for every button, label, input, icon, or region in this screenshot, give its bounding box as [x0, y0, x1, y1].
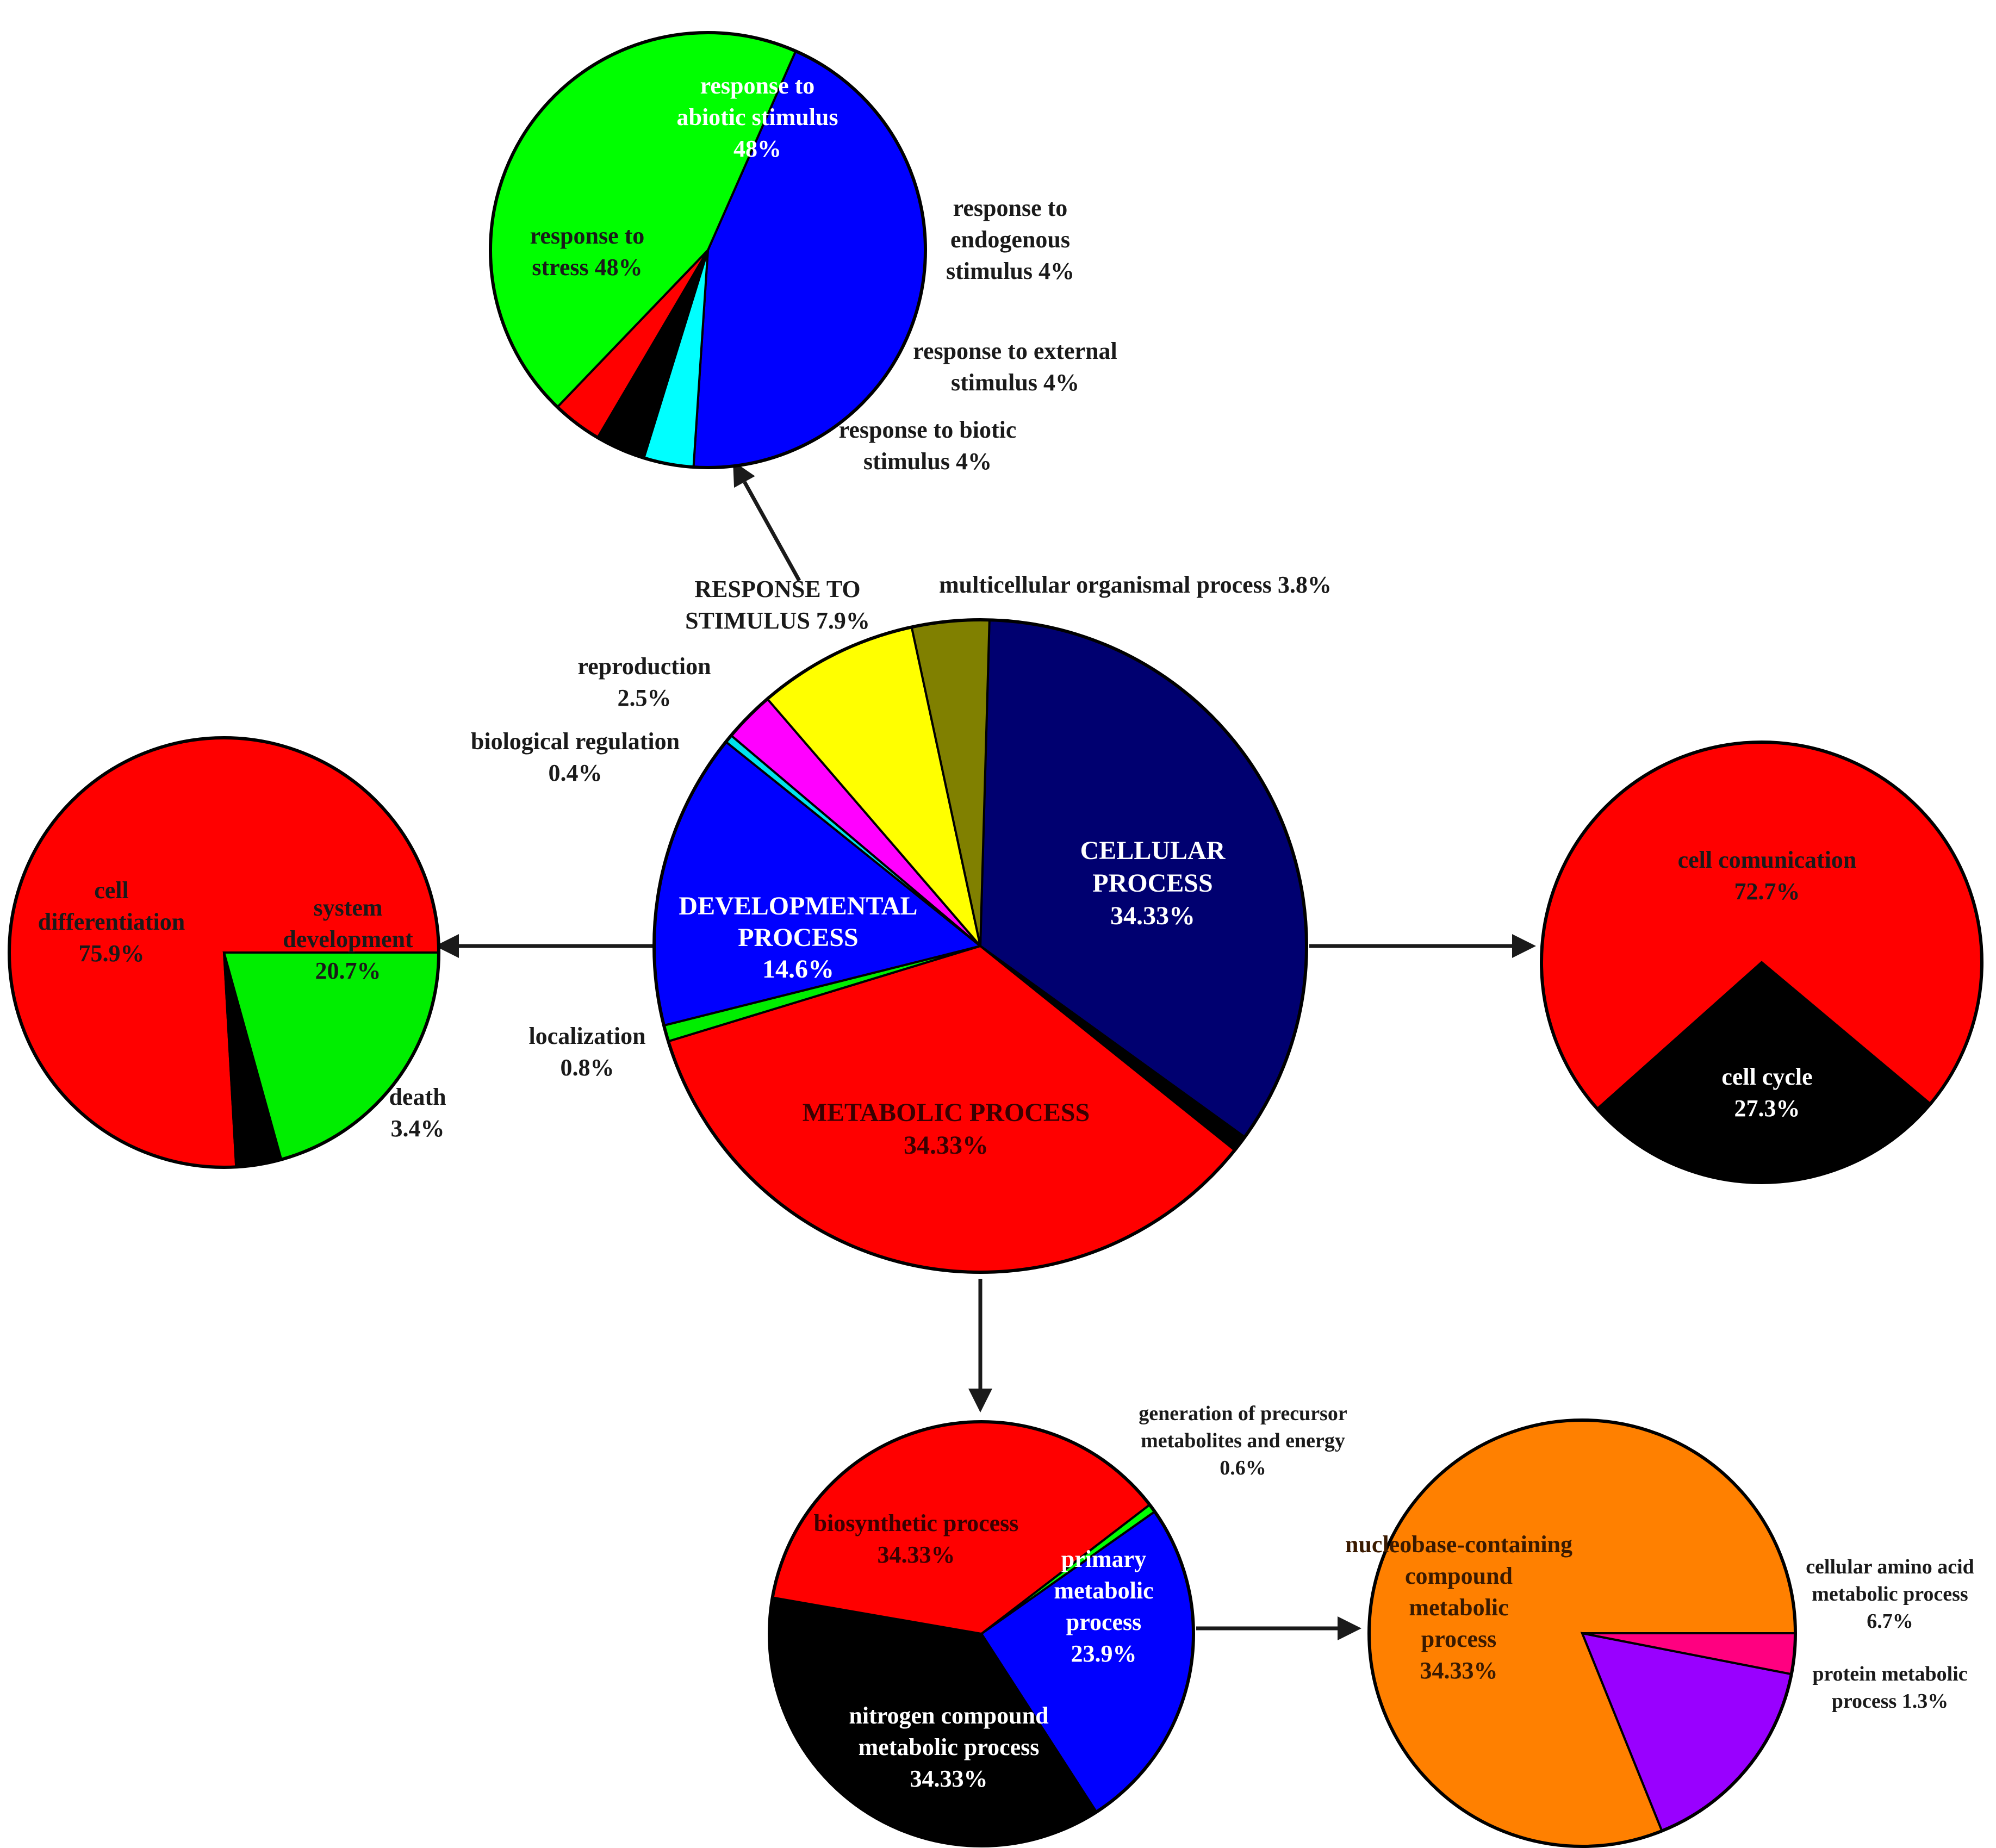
pie-outline-metabolic-process	[768, 1420, 1195, 1847]
pie-outline-main	[652, 618, 1308, 1274]
arrow-to-metabolic-process-head	[968, 1389, 992, 1413]
arrow-to-developmental-process	[435, 934, 655, 958]
arrow-to-metabolic-process	[968, 1279, 992, 1413]
arrow-to-response-to-stimulus-head	[733, 461, 755, 488]
arrow-to-developmental-process-head	[435, 934, 459, 958]
arrow-to-cellular-process-head	[1512, 934, 1536, 958]
pie-outline-primary-metabolic-process	[1367, 1418, 1797, 1848]
pie-outline-developmental-process	[8, 736, 440, 1169]
arrow-to-primary-metabolic-process	[1196, 1616, 1361, 1640]
pie-response-to-stimulus	[489, 31, 927, 469]
connector-arrows	[435, 461, 1536, 1640]
arrow-to-primary-metabolic-process-head	[1338, 1616, 1361, 1640]
arrow-to-cellular-process	[1309, 934, 1536, 958]
arrow-to-response-to-stimulus-shaft	[743, 481, 801, 582]
pie-main	[652, 618, 1308, 1274]
pie-charts	[8, 31, 1983, 1848]
pie-primary-metabolic-process	[1367, 1418, 1797, 1848]
pie-metabolic-process	[768, 1420, 1195, 1847]
pie-cellular-process	[1540, 741, 1983, 1184]
pie-outline-response-to-stimulus	[489, 31, 927, 469]
label-main-multicellular-organismal-process-3-8: multicellular organismal process 3.8%	[939, 571, 1332, 598]
arrow-to-response-to-stimulus	[733, 461, 801, 582]
pie-developmental-process	[8, 736, 440, 1169]
pie-outline-cellular-process	[1540, 741, 1983, 1184]
